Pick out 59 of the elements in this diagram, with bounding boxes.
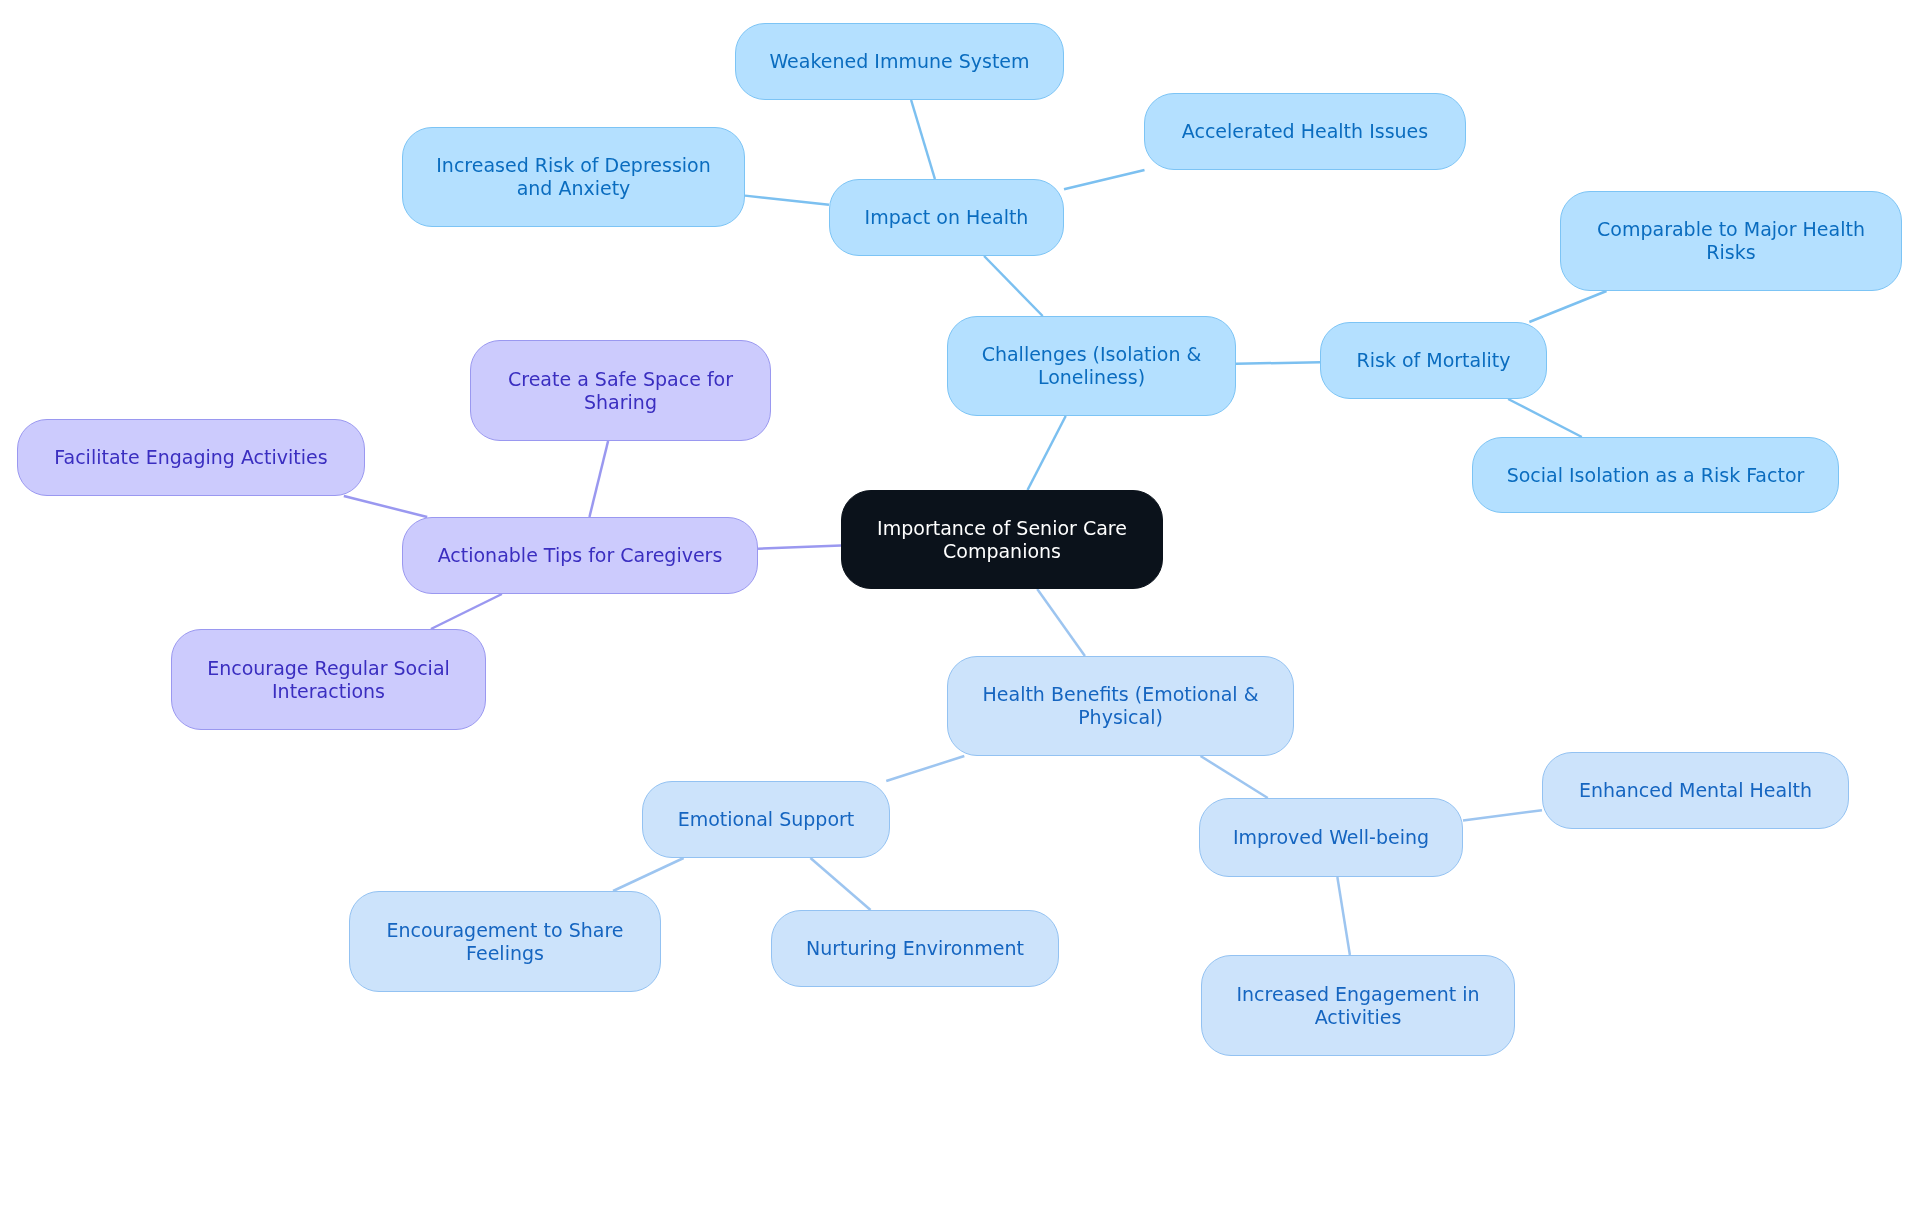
node-label: Increased Engagement in Activities: [1235, 982, 1481, 1029]
topic-node: [1320, 322, 1547, 399]
topic-node: [171, 629, 486, 730]
node-label: Accelerated Health Issues: [1181, 120, 1429, 143]
node-label: Encouragement to Share Feelings: [385, 918, 625, 965]
connector-line: [612, 856, 685, 893]
node-label: Increased Risk of Depression and Anxiety: [435, 154, 712, 200]
connector-line: [1528, 289, 1607, 324]
topic-node: [829, 179, 1064, 256]
node-label: Emotional Support: [677, 808, 855, 831]
connector-line: [430, 592, 503, 631]
connector-line: [1063, 168, 1145, 191]
connector-line: [909, 99, 937, 180]
topic-node: [470, 340, 771, 441]
node-label: Health Benefits (Emotional & Physical): [981, 683, 1260, 729]
topic-node: [1472, 437, 1839, 513]
connector-line: [809, 857, 872, 911]
connector-line: [1199, 754, 1269, 800]
connector-line: [1336, 876, 1352, 956]
connector-line: [1507, 397, 1583, 439]
topic-node: [642, 781, 890, 858]
connector-line: [343, 494, 428, 519]
node-label: Actionable Tips for Caregivers: [437, 544, 723, 567]
node-label: Challenges (Isolation & Loneliness): [980, 343, 1203, 389]
topic-node: [17, 419, 365, 496]
topic-node: [1560, 191, 1902, 291]
topic-node: [1201, 955, 1515, 1056]
topic-node: [947, 656, 1294, 756]
central-topic-node: [841, 490, 1163, 589]
topic-node: [1542, 752, 1849, 829]
node-label: Nurturing Environment: [805, 937, 1025, 960]
connector-line: [1036, 588, 1086, 657]
connector-line: [757, 544, 842, 550]
topic-node: [735, 23, 1064, 100]
connector-line: [588, 440, 610, 518]
topic-node: [1144, 93, 1466, 170]
node-label: Create a Safe Space for Sharing: [506, 367, 734, 414]
connector-line: [1026, 415, 1067, 491]
topic-node: [349, 891, 661, 992]
topic-node: [402, 127, 745, 227]
node-label: Importance of Senior Care Companions: [876, 516, 1128, 563]
node-label: Encourage Regular Social Interactions: [206, 656, 451, 703]
topic-node: [402, 517, 758, 594]
topic-node: [947, 316, 1236, 416]
connector-line: [744, 194, 830, 206]
connector-line: [1235, 361, 1320, 365]
topic-node: [771, 910, 1059, 987]
node-label: Impact on Health: [864, 206, 1029, 229]
topic-node: [1199, 798, 1463, 877]
connector-line: [1462, 809, 1543, 822]
node-label: Enhanced Mental Health: [1579, 779, 1812, 802]
node-label: Comparable to Major Health Risks: [1596, 218, 1866, 264]
connector-line: [885, 754, 965, 783]
connector-line: [983, 255, 1044, 317]
node-label: Risk of Mortality: [1356, 349, 1511, 372]
node-label: Improved Well-being: [1232, 826, 1430, 849]
node-label: Facilitate Engaging Activities: [54, 446, 328, 469]
node-label: Weakened Immune System: [769, 50, 1030, 73]
node-label: Social Isolation as a Risk Factor: [1506, 463, 1805, 487]
